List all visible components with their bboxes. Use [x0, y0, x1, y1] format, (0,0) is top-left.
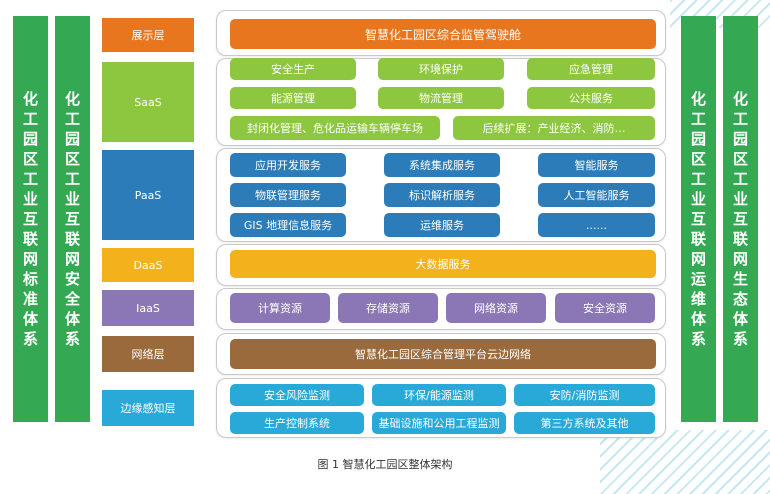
- side-bar-label: 化工园区工业互联网运维体系: [690, 90, 706, 348]
- layer-paas: PaaS: [102, 150, 194, 240]
- edge-item-label: 基础设施和公用工程监测: [378, 417, 500, 430]
- decorative-stripes: [600, 430, 770, 494]
- iaas-item: 安全资源: [555, 293, 655, 323]
- iaas-item: 计算资源: [230, 293, 330, 323]
- paas-item: 智能服务: [538, 153, 655, 177]
- layer-label: 网络层: [131, 348, 165, 361]
- layer-label: SaaS: [134, 95, 162, 109]
- edge-item: 基础设施和公用工程监测: [372, 412, 506, 434]
- paas-item: 物联管理服务: [230, 183, 346, 207]
- paas-item-label: GIS 地理信息服务: [243, 219, 333, 232]
- edge-item: 环保/能源监测: [372, 384, 506, 406]
- paas-item-label: 物联管理服务: [255, 189, 321, 202]
- saas-item: 应急管理: [527, 58, 655, 80]
- layer-label: IaaS: [136, 301, 160, 315]
- paas-item-label: 应用开发服务: [255, 159, 321, 172]
- cockpit-label: 智慧化工园区综合监管驾驶舱: [364, 27, 521, 42]
- paas-item: 系统集成服务: [384, 153, 500, 177]
- paas-item-label: 运维服务: [420, 219, 464, 232]
- paas-item: 应用开发服务: [230, 153, 346, 177]
- layer-label: 边缘感知层: [120, 402, 176, 415]
- saas-item-label: 环境保护: [419, 63, 463, 76]
- saas-item: 安全生产: [230, 58, 356, 80]
- layer-network: 网络层: [102, 336, 194, 372]
- edge-item-label: 环保/能源监测: [404, 389, 474, 402]
- cockpit-box: 智慧化工园区综合监管驾驶舱: [230, 19, 656, 49]
- paas-item-label: 标识解析服务: [409, 189, 475, 202]
- iaas-item-label: 网络资源: [474, 302, 518, 315]
- saas-item-label: 安全生产: [271, 63, 315, 76]
- caption-text: 图 1 智慧化工园区整体架构: [317, 458, 453, 471]
- layer-display: 展示层: [102, 18, 194, 52]
- saas-item: 公共服务: [527, 87, 655, 109]
- iaas-item-label: 计算资源: [258, 302, 302, 315]
- layer-daas: DaaS: [102, 248, 194, 282]
- saas-item-label: 应急管理: [569, 63, 613, 76]
- edge-item: 安防/消防监测: [514, 384, 655, 406]
- side-bar-label: 化工园区工业互联网生态体系: [732, 90, 748, 348]
- side-bar-security-system: 化工园区工业互联网安全体系: [55, 16, 90, 422]
- saas-item: 环境保护: [378, 58, 504, 80]
- layer-label: 展示层: [131, 29, 165, 42]
- saas-item-label: 能源管理: [271, 92, 315, 105]
- paas-item: 运维服务: [384, 213, 500, 237]
- paas-item-label: 智能服务: [574, 159, 619, 172]
- iaas-item-label: 存储资源: [366, 302, 410, 315]
- paas-item: 标识解析服务: [384, 183, 500, 207]
- side-bar-label: 化工园区工业互联网标准体系: [22, 90, 38, 348]
- edge-item-label: 第三方系统及其他: [540, 417, 629, 430]
- edge-item: 生产控制系统: [230, 412, 364, 434]
- layer-label: PaaS: [134, 188, 162, 202]
- iaas-item: 存储资源: [338, 293, 438, 323]
- paas-item: 人工智能服务: [538, 183, 655, 207]
- saas-item: 封闭化管理、危化品运输车辆停车场: [230, 116, 440, 140]
- saas-item: 能源管理: [230, 87, 356, 109]
- layer-edge: 边缘感知层: [102, 390, 194, 426]
- saas-item-label: 物流管理: [419, 92, 463, 105]
- paas-item-label: ......: [586, 218, 607, 232]
- saas-item: 物流管理: [378, 87, 504, 109]
- iaas-item: 网络资源: [446, 293, 546, 323]
- big-data-box: 大数据服务: [230, 250, 656, 278]
- edge-item-label: 安防/消防监测: [549, 389, 620, 402]
- paas-item-label: 人工智能服务: [563, 189, 630, 202]
- layer-label: DaaS: [133, 258, 163, 272]
- side-bar-standard-system: 化工园区工业互联网标准体系: [13, 16, 48, 422]
- iaas-item-label: 安全资源: [583, 302, 627, 315]
- side-bar-label: 化工园区工业互联网安全体系: [64, 90, 80, 348]
- saas-item-label: 后续扩展：产业经济、消防…: [482, 122, 626, 135]
- side-bar-ops-system: 化工园区工业互联网运维体系: [681, 16, 716, 422]
- network-label: 智慧化工园区综合管理平台云边网络: [355, 348, 531, 361]
- figure-caption: 图 1 智慧化工园区整体架构: [0, 454, 770, 474]
- network-box: 智慧化工园区综合管理平台云边网络: [230, 339, 656, 369]
- edge-item-label: 安全风险监测: [264, 389, 330, 402]
- saas-item-label: 公共服务: [569, 92, 613, 105]
- saas-item-label: 封闭化管理、危化品运输车辆停车场: [247, 122, 423, 135]
- saas-item: 后续扩展：产业经济、消防…: [453, 116, 655, 140]
- side-bar-ecosystem: 化工园区工业互联网生态体系: [723, 16, 758, 422]
- edge-item-label: 生产控制系统: [264, 417, 330, 430]
- paas-item-label: 系统集成服务: [409, 159, 475, 172]
- edge-item: 第三方系统及其他: [514, 412, 655, 434]
- edge-item: 安全风险监测: [230, 384, 364, 406]
- big-data-label: 大数据服务: [415, 258, 471, 271]
- layer-saas: SaaS: [102, 62, 194, 142]
- paas-item: ......: [538, 213, 655, 237]
- layer-iaas: IaaS: [102, 290, 194, 326]
- paas-item: GIS 地理信息服务: [230, 213, 346, 237]
